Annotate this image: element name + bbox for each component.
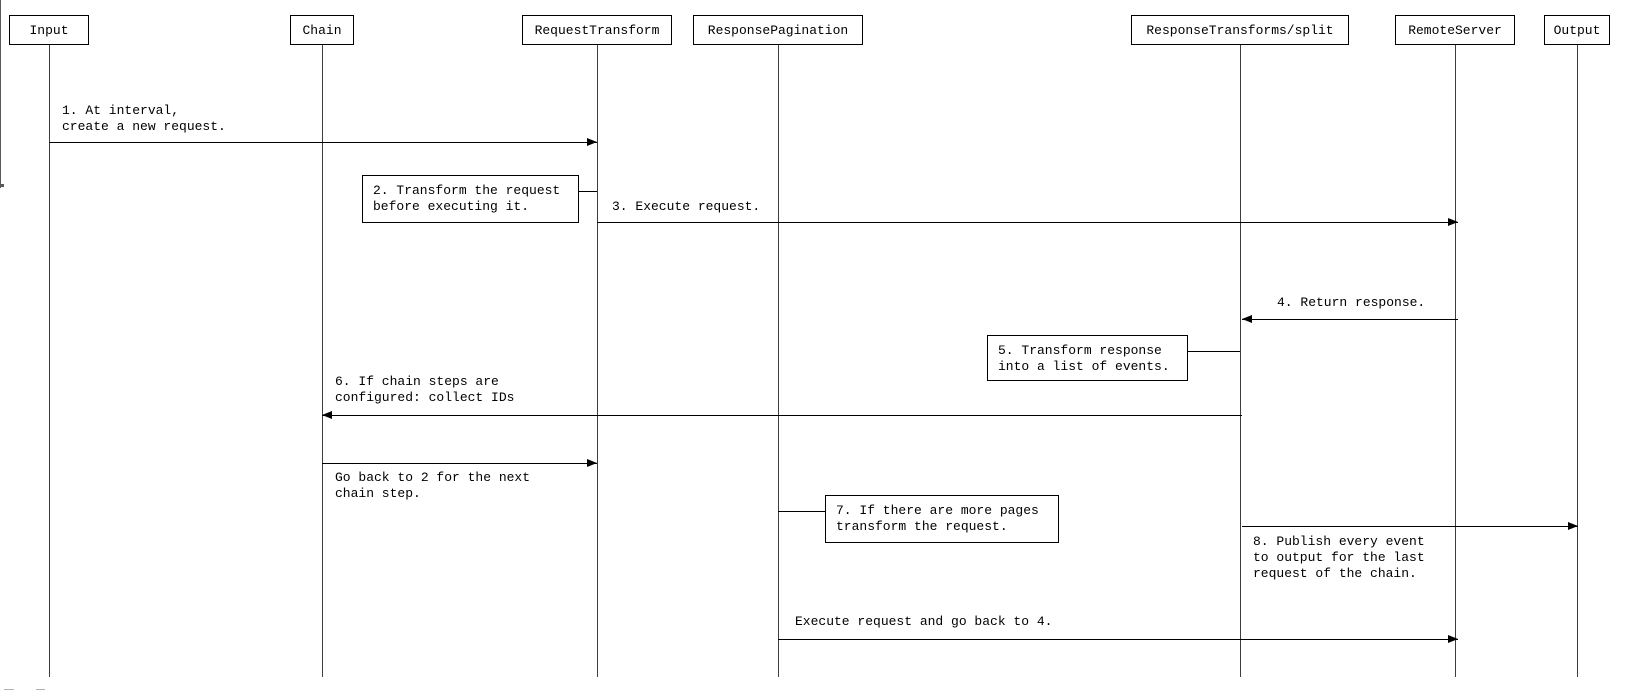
arrowhead-right-icon — [1448, 635, 1458, 643]
lifeline-output — [1577, 45, 1578, 677]
message-execute-label: Execute request and go back to 4. — [795, 614, 1053, 629]
window-edge-line — [0, 0, 1, 188]
participant-label: ResponseTransforms/split — [1146, 22, 1334, 38]
lifeline-remote-server — [1455, 45, 1456, 677]
participant-label: Input — [29, 22, 69, 38]
lifeline-request-transform — [597, 45, 598, 677]
message-3-line — [597, 222, 1458, 223]
participant-label: Output — [1553, 22, 1601, 38]
arrowhead-right-icon — [587, 459, 597, 467]
participant-label: RequestTransform — [534, 22, 660, 38]
participant-remote-server: RemoteServer — [1395, 15, 1515, 45]
participant-output: Output — [1544, 15, 1610, 45]
participant-input: Input — [9, 15, 89, 45]
note-2: 2. Transform the request before executin… — [362, 175, 579, 223]
message-1-line — [49, 142, 597, 143]
participant-label: RemoteServer — [1408, 22, 1502, 38]
message-goback-label: Go back to 2 for the next chain step. — [335, 470, 531, 501]
note-7-connector — [778, 511, 825, 512]
participant-label: ResponsePagination — [707, 22, 849, 38]
arrowhead-left-icon — [1242, 315, 1252, 323]
arrowhead-right-icon — [1448, 218, 1458, 226]
bottom-edge-mark — [36, 689, 45, 690]
participant-chain: Chain — [290, 15, 354, 45]
arrowhead-left-icon — [322, 411, 332, 419]
message-8-line — [1242, 526, 1578, 527]
arrowhead-right-icon — [587, 138, 597, 146]
note-5: 5. Transform response into a list of eve… — [987, 335, 1188, 381]
lifeline-input — [49, 45, 50, 677]
note-5-connector — [1187, 351, 1240, 352]
lifeline-response-transforms-split — [1240, 45, 1241, 677]
message-execute-line — [778, 639, 1458, 640]
note-2-connector — [578, 191, 597, 192]
message-1-label: 1. At interval, create a new request. — [62, 103, 226, 134]
bottom-edge-mark — [4, 689, 14, 690]
note-7: 7. If there are more pages transform the… — [825, 495, 1059, 543]
lifeline-chain — [322, 45, 323, 677]
message-goback-line — [322, 463, 597, 464]
message-4-line — [1242, 319, 1458, 320]
message-6-label: 6. If chain steps are configured: collec… — [335, 374, 515, 405]
message-3-label: 3. Execute request. — [612, 199, 761, 214]
participant-request-transform: RequestTransform — [522, 15, 672, 45]
message-6-line — [322, 415, 1242, 416]
window-edge-tick — [0, 184, 4, 187]
lifeline-response-pagination — [778, 45, 779, 677]
participant-response-pagination: ResponsePagination — [693, 15, 863, 45]
message-4-label: 4. Return response. — [1277, 295, 1426, 310]
participant-response-transforms-split: ResponseTransforms/split — [1131, 15, 1349, 45]
participant-label: Chain — [302, 22, 342, 38]
message-8-label: 8. Publish every event to output for the… — [1253, 534, 1425, 581]
arrowhead-right-icon — [1568, 522, 1578, 530]
